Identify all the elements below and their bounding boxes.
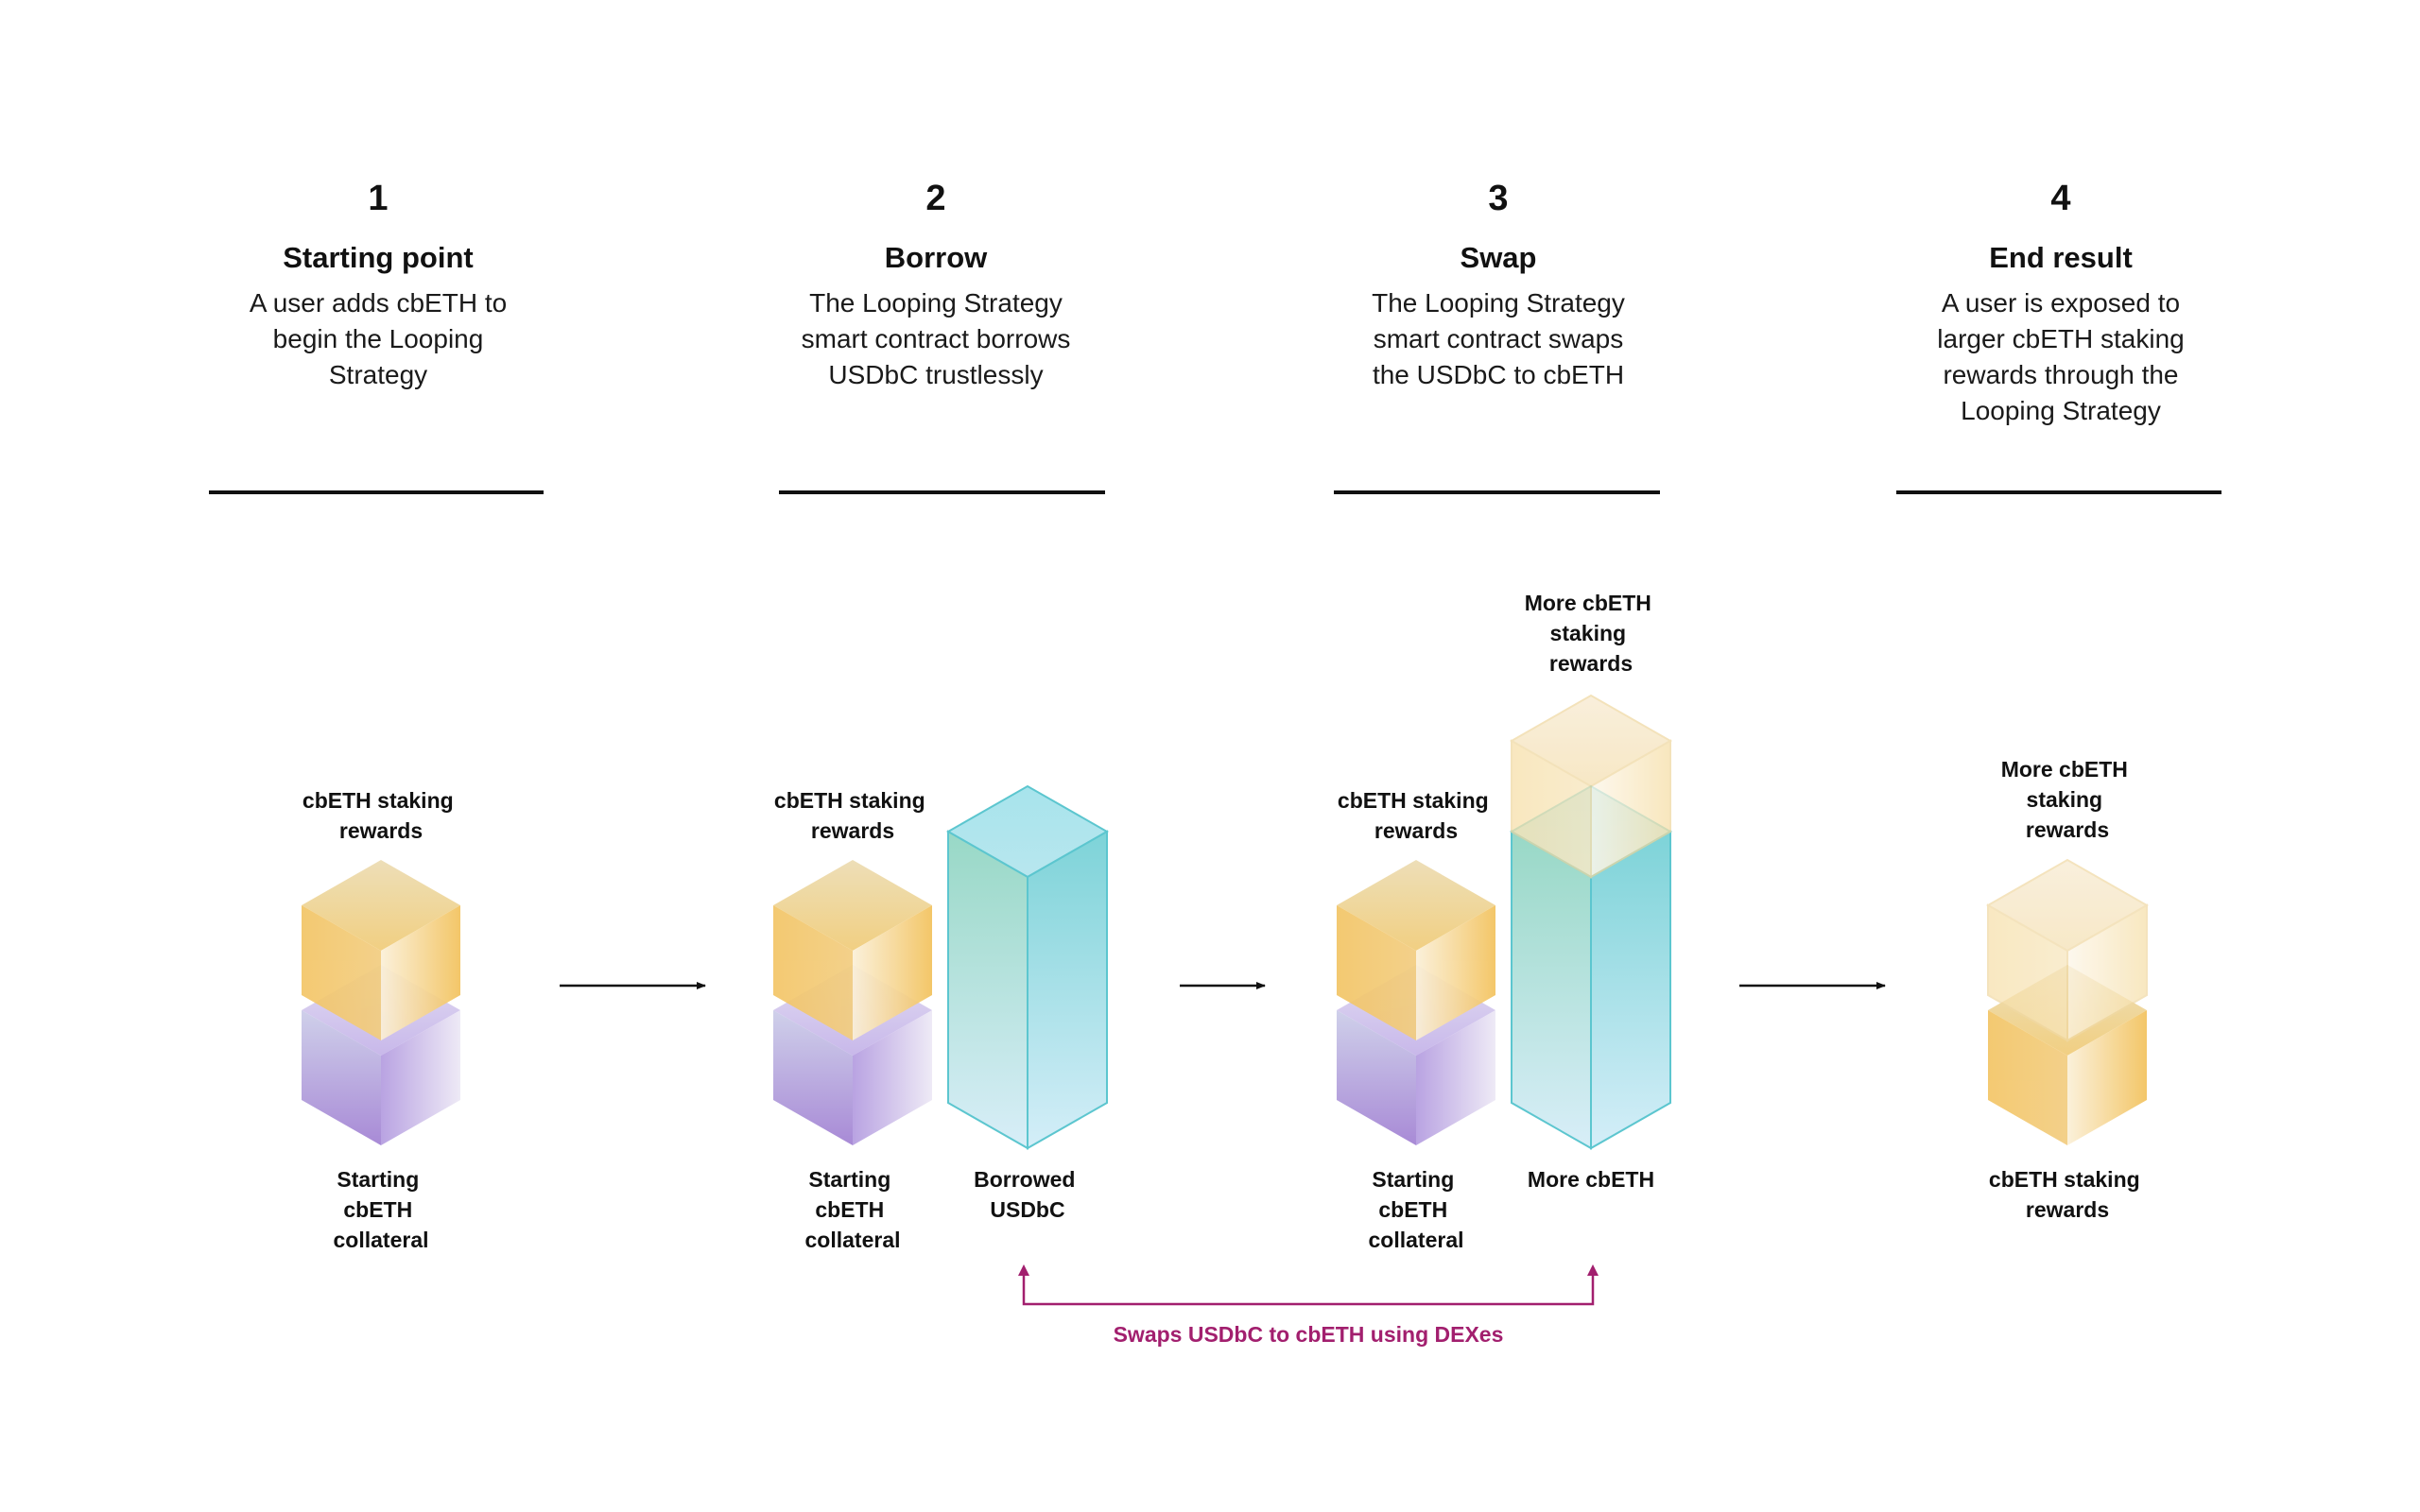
step-3-divider xyxy=(1334,490,1660,494)
s3-more-cbeth-label: More cbETH xyxy=(1528,1167,1654,1192)
step-description: A user adds cbETH to begin the Looping S… xyxy=(249,288,508,389)
step-3-stack xyxy=(1337,860,1495,1145)
step-title: Swap xyxy=(1460,241,1537,274)
s2-rewards-label: cbETH staking rewards xyxy=(774,788,931,843)
step-2-stack xyxy=(773,860,932,1145)
swap-bracket xyxy=(1018,1264,1599,1306)
swap-arrowhead-left xyxy=(1018,1264,1029,1276)
step-number: 1 xyxy=(368,179,389,218)
step-4-stack xyxy=(1985,858,2150,1145)
s3-more-rewards-label: More cbETH staking rewards xyxy=(1525,591,1658,676)
more-rewards-cube xyxy=(1509,694,1673,879)
s1-collateral-label: Starting cbETH collateral xyxy=(334,1167,429,1252)
step-3-header: 3 Swap The Looping Strategy smart contra… xyxy=(1300,170,1697,393)
step-2-divider xyxy=(779,490,1105,494)
step-4-header: 4 End result A user is exposed to larger… xyxy=(1862,170,2259,429)
step-number: 2 xyxy=(925,179,946,218)
borrowed-usdbc-column xyxy=(945,784,1110,1150)
step-4-divider xyxy=(1896,490,2221,494)
rewards-cube xyxy=(773,860,932,1040)
step-1-header: 1 Starting point A user adds cbETH to be… xyxy=(180,170,577,393)
step-number: 3 xyxy=(1488,179,1509,218)
s4-more-rewards-label: More cbETH staking rewards xyxy=(2001,757,2135,842)
s3-rewards-label: cbETH staking rewards xyxy=(1338,788,1495,843)
swap-note: Swaps USDbC to cbETH using DEXes xyxy=(1114,1322,1504,1347)
step-2-header: 2 Borrow The Looping Strategy smart cont… xyxy=(737,170,1134,393)
step-1-divider xyxy=(209,490,544,494)
step-description: A user is exposed to larger cbETH stakin… xyxy=(1937,288,2185,425)
more-rewards-cube xyxy=(1985,858,2150,1042)
rewards-cube xyxy=(1337,860,1495,1040)
step-description: The Looping Strategy smart contract swap… xyxy=(1372,288,1625,389)
step-title: End result xyxy=(1989,241,2133,274)
step-title: Starting point xyxy=(283,241,474,274)
step-1-stack xyxy=(302,860,460,1145)
s1-rewards-label: cbETH staking rewards xyxy=(302,788,459,843)
step-number: 4 xyxy=(2050,179,2071,218)
s4-rewards-label: cbETH staking rewards xyxy=(1989,1167,2146,1222)
swap-arrowhead-right xyxy=(1587,1264,1599,1276)
step-title: Borrow xyxy=(884,241,988,274)
s2-collateral-label: Starting cbETH collateral xyxy=(805,1167,901,1252)
step-description: The Looping Strategy smart contract borr… xyxy=(801,288,1071,389)
s3-collateral-label: Starting cbETH collateral xyxy=(1369,1167,1464,1252)
s2-borrowed-label: Borrowed USDbC xyxy=(974,1167,1081,1222)
rewards-cube xyxy=(302,860,460,1040)
